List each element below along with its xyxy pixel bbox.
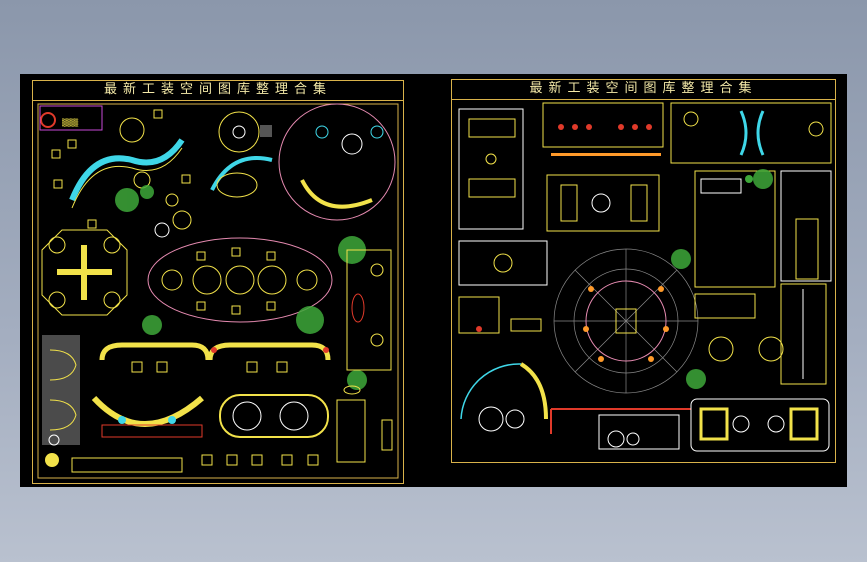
right-title-rule <box>451 99 836 100</box>
right-floor-plan <box>458 102 832 452</box>
left-title-rule <box>32 100 404 101</box>
svg-text:▒▒▒: ▒▒▒ <box>62 118 79 127</box>
left-floor-plan: ▒▒▒ <box>37 103 399 479</box>
left-sheet-title: 最新工装空间图库整理合集 <box>103 82 332 97</box>
left-drawing-sheet[interactable]: 最新工装空间图库整理合集 ▒▒▒ <box>32 80 404 484</box>
right-sheet-title: 最新工装空间图库整理合集 <box>529 81 758 96</box>
right-sheet-border <box>451 79 836 463</box>
cad-model-space[interactable]: 最新工装空间图库整理合集 ▒▒▒ <box>20 74 847 487</box>
red-ring-icon <box>40 112 56 128</box>
left-sheet-border <box>32 80 404 484</box>
right-drawing-sheet[interactable]: 最新工装空间图库整理合集 <box>451 79 836 463</box>
